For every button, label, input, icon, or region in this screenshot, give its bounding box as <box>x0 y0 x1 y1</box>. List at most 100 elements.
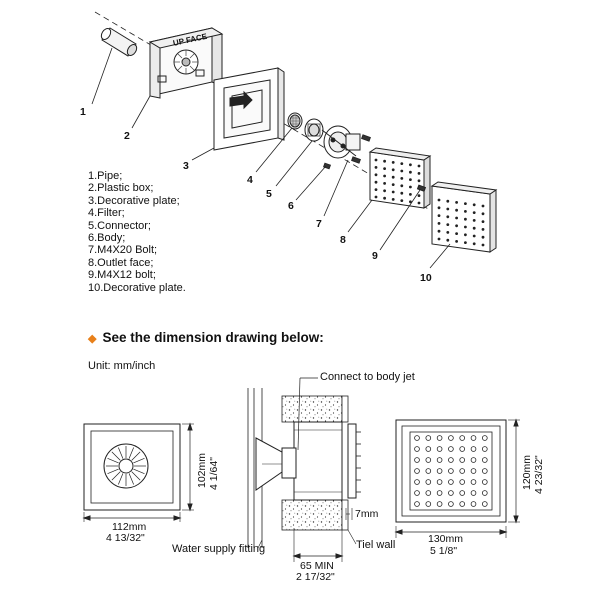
nozzle-hole <box>470 457 477 463</box>
outlet-hole <box>409 178 412 182</box>
callout-3: 3 <box>183 160 189 172</box>
nozzle-hole <box>481 490 488 496</box>
section-view <box>247 377 361 562</box>
hub-spoke <box>118 473 124 485</box>
plate-hole <box>481 220 485 224</box>
plate-hole <box>455 232 458 236</box>
callout-4: 4 <box>247 174 253 186</box>
plate-hole <box>464 225 467 229</box>
outlet-hole <box>374 188 378 192</box>
section-face-plate <box>347 423 357 499</box>
outlet-hole <box>417 172 421 175</box>
nozzle-hole <box>470 446 477 452</box>
nozzle-hole <box>470 435 477 441</box>
plate-hole <box>481 243 485 247</box>
outlet-hole <box>409 200 412 204</box>
outlet-hole <box>400 169 404 173</box>
outlet-hole <box>383 159 386 163</box>
nozzle-hole <box>448 479 454 485</box>
face-bevel <box>401 425 501 517</box>
plate-hole <box>472 226 476 230</box>
face-height-in: 4 23/32" <box>533 455 545 494</box>
parts-list-item: 7.M4X20 Bolt; <box>88 244 158 257</box>
outlet-hole <box>391 175 395 179</box>
parts-list-item: 2.Plastic box; <box>88 182 154 195</box>
callout-7: 7 <box>316 218 322 230</box>
leader-lines <box>91 47 451 269</box>
decorative-plate-part <box>213 67 285 151</box>
hub-spoke <box>131 451 141 461</box>
plate-hole <box>464 210 467 213</box>
plate-hole <box>437 206 441 210</box>
parts-list-item: 3.Decorative plate; <box>88 194 180 207</box>
nozzle-hole <box>425 457 432 463</box>
nozzle-hole <box>425 435 432 441</box>
front-height-in: 4 1/64" <box>208 457 220 490</box>
outlet-hole <box>374 166 378 169</box>
outlet-face-part <box>368 147 432 209</box>
nozzle-hole <box>425 468 432 474</box>
nozzle-hole <box>470 490 477 496</box>
nozzle-hole <box>470 501 477 507</box>
plate-hole <box>446 231 450 234</box>
nozzle-hole <box>436 457 443 463</box>
nozzle-hole <box>425 446 432 452</box>
nozzle-hole <box>481 501 488 507</box>
hub-spoke <box>118 447 124 459</box>
nozzle-hole <box>414 446 420 452</box>
plate-hole <box>464 202 467 206</box>
plate-hole <box>437 229 441 233</box>
nozzle-hole <box>425 490 432 496</box>
outlet-hole <box>374 195 378 199</box>
front-width-in: 4 13/32" <box>106 532 145 544</box>
wall-top <box>281 395 343 423</box>
nozzle-hole <box>459 479 466 485</box>
outlet-hole <box>391 183 395 187</box>
plate-hole <box>472 219 476 222</box>
nozzle-hole <box>436 446 443 452</box>
parts-list: 1.Pipe; 2.Plastic box; 3.Decorative plat… <box>88 170 186 294</box>
section-box <box>293 421 343 501</box>
parts-list-item: 6.Body; <box>88 232 126 245</box>
face-width-mm: 130mm <box>428 533 464 545</box>
hub-spoke <box>111 471 121 481</box>
face-inner <box>409 431 493 511</box>
plate-hole <box>464 241 467 245</box>
outlet-hole <box>409 193 412 196</box>
plate-hole <box>455 216 458 220</box>
plate-hole <box>455 208 458 212</box>
arrow-icon <box>229 90 253 110</box>
front-view <box>82 422 194 522</box>
outlet-hole <box>400 184 404 188</box>
outlet-hole <box>409 163 412 167</box>
connect-label: Connect to body jet <box>320 371 415 383</box>
parts-list-item: 1.Pipe; <box>88 170 123 182</box>
outlet-hole <box>400 191 404 195</box>
plate-hole <box>446 223 450 227</box>
callout-10: 10 <box>420 272 432 284</box>
plate-hole <box>437 237 441 241</box>
parts-list-item: 4.Filter; <box>88 207 125 220</box>
hub-spoke <box>131 471 141 481</box>
nozzle-hole <box>448 435 454 441</box>
section-heading: ◆See the dimension drawing below: <box>88 330 324 345</box>
parts-list-item: 8.Outlet face; <box>88 256 154 269</box>
hub-spoke <box>128 473 134 485</box>
outer-plate-part <box>430 181 498 253</box>
callout-6: 6 <box>288 200 294 212</box>
nozzle-hole <box>436 468 443 474</box>
hub-spoke <box>133 458 145 464</box>
plate-hole <box>437 198 441 202</box>
nozzle-hole <box>459 468 466 474</box>
nozzle-hole <box>459 501 466 507</box>
parts-list-item: 5.Connector; <box>88 219 151 232</box>
plate-hole <box>455 240 458 243</box>
plate-hole <box>446 207 450 211</box>
outlet-hole <box>417 194 421 198</box>
hub-spoke <box>107 458 119 464</box>
plate-hole <box>481 204 485 208</box>
outlet-hole <box>391 161 395 164</box>
connector-part <box>304 118 324 142</box>
outlet-hole <box>383 189 386 193</box>
nozzle-hole <box>459 490 466 496</box>
